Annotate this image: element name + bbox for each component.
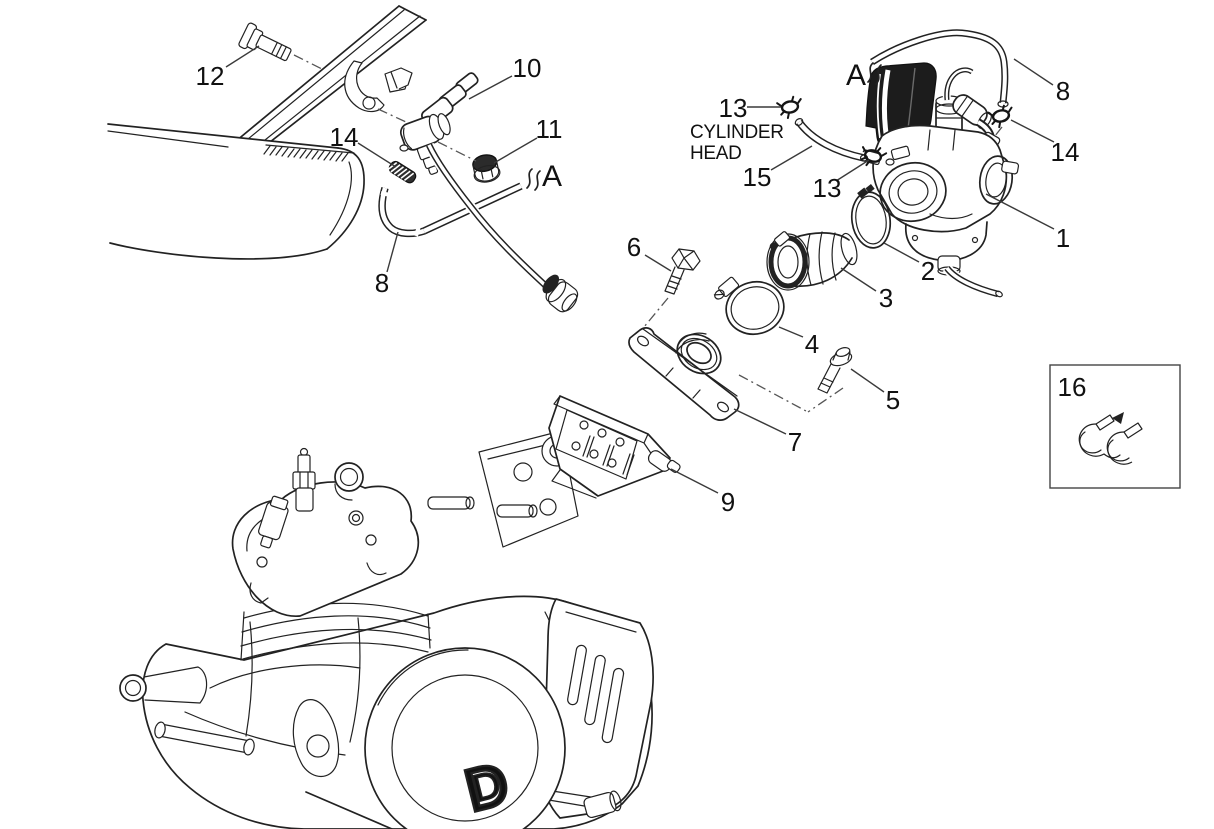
- spark-plug: [292, 447, 316, 512]
- tap-bracket: [344, 60, 413, 113]
- callout-1: 1: [1056, 223, 1070, 253]
- callout-8-right: 8: [1056, 76, 1070, 106]
- temp-sensor: [258, 495, 289, 549]
- double-clip-16: [1078, 412, 1143, 465]
- fuel-line-with-banjo: [424, 142, 579, 313]
- float-bowl: [905, 221, 1003, 299]
- intake-sleeve-3: [766, 231, 858, 291]
- spring-14: [386, 160, 417, 184]
- panel-hatching: [263, 144, 355, 162]
- section-squiggle-right: [867, 62, 882, 85]
- section-marker-a-right: A: [846, 59, 866, 92]
- cylinder-head-label-line2: HEAD: [690, 143, 742, 164]
- callout-14-right: 14: [1051, 137, 1080, 167]
- banjo-fitting: [542, 274, 579, 313]
- bolt-5: [817, 347, 853, 394]
- callout-7: 7: [788, 427, 802, 457]
- engine: D D: [119, 430, 654, 829]
- vent-hose-8-right: [869, 27, 1011, 108]
- callout-10: 10: [513, 53, 542, 83]
- callout-12: 12: [196, 61, 225, 91]
- bolt-6: [664, 248, 701, 295]
- clamp-2: [850, 184, 892, 249]
- callout-13-lower: 13: [813, 173, 842, 203]
- carb-body: [860, 124, 1020, 233]
- cylinder-head-label-line1: CYLINDER: [690, 122, 784, 143]
- callout-6: 6: [627, 232, 641, 262]
- callout-11: 11: [536, 114, 563, 144]
- callout-5: 5: [886, 385, 900, 415]
- callout-9: 9: [721, 487, 735, 517]
- callout-3: 3: [879, 283, 893, 313]
- bolt-12: [238, 22, 292, 62]
- callout-16: 16: [1058, 372, 1087, 402]
- callout-labels: 12 10 14 11 A 8 13 15 13 A 8 14 1 2 3 6 …: [196, 53, 1087, 517]
- hose-15: [794, 118, 869, 164]
- manifold-7: [628, 327, 740, 421]
- clamp-4: [713, 276, 785, 336]
- fuel-hose-8-left: [376, 186, 429, 239]
- frame-rail: [229, 5, 427, 154]
- callout-2: 2: [921, 256, 935, 286]
- callout-8-left: 8: [375, 268, 389, 298]
- callout-14-left: 14: [330, 122, 359, 152]
- leader-lines: [225, 45, 1055, 494]
- carburettor-assembly: [548, 27, 1020, 499]
- callout-15: 15: [743, 162, 772, 192]
- section-marker-a-left: A: [542, 160, 562, 193]
- reed-valve-9: [548, 395, 681, 499]
- nut-11: [472, 154, 501, 183]
- callout-4: 4: [805, 329, 819, 359]
- section-squiggle-left: [526, 168, 541, 191]
- body-panel: [107, 123, 365, 260]
- starter-plunger: [952, 94, 1001, 147]
- callout-13-upper: 13: [719, 93, 748, 123]
- ref-box-16: [1049, 364, 1181, 489]
